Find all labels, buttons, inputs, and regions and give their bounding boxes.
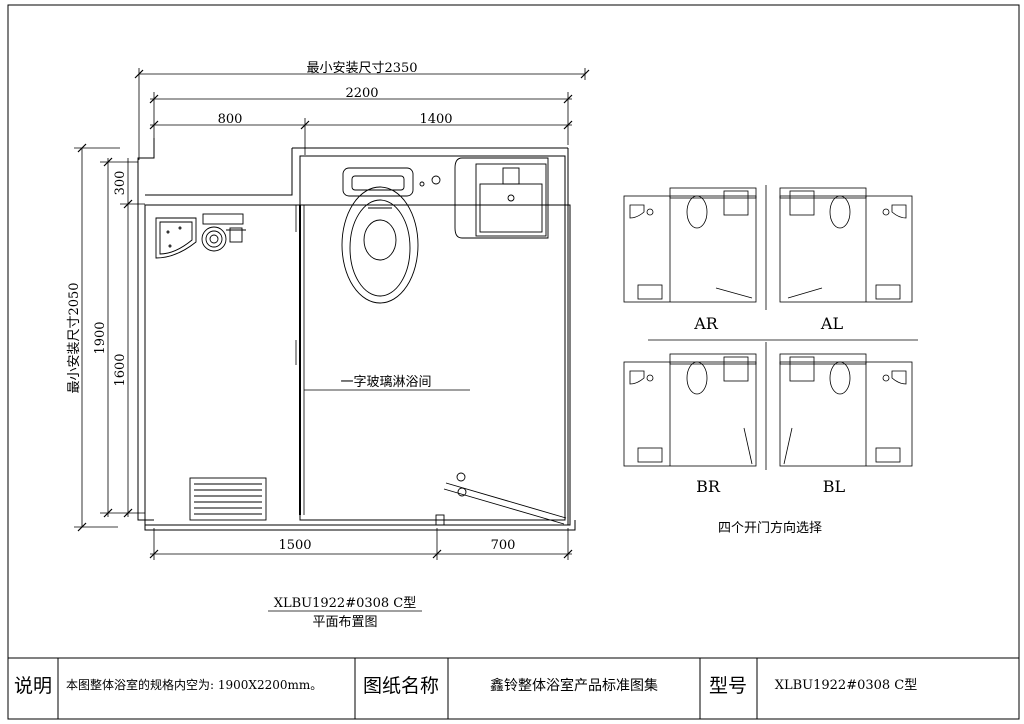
dim-depth-lower: 1600 xyxy=(113,353,128,386)
dim-min-install-depth: 最小安装尺寸2050 xyxy=(67,282,82,393)
wash-basin xyxy=(454,157,549,239)
note-text: 本图整体浴室的规格内空为: 1900X2200mm。 xyxy=(66,677,322,692)
dim-depth-upper: 300 xyxy=(113,171,128,196)
drawing-name-label: 图纸名称 xyxy=(363,675,439,697)
shower-seat xyxy=(189,477,267,521)
option-ar-diagram xyxy=(623,187,757,303)
option-label-al: AL xyxy=(820,314,844,333)
dim-min-install-width: 最小安装尺寸2350 xyxy=(306,61,417,76)
dim-overall-width: 2200 xyxy=(345,86,378,101)
plan-model-code: XLBU1922#0308 C型 xyxy=(274,596,417,611)
dimension-lines xyxy=(74,68,586,560)
shower-valve xyxy=(201,213,246,252)
dim-right-width: 1400 xyxy=(419,112,452,127)
sheet-border xyxy=(7,4,1020,720)
door-options-caption: 四个开门方向选择 xyxy=(718,520,822,536)
option-label-bl: BL xyxy=(823,477,846,496)
glass-shower-screen xyxy=(295,205,470,515)
dimension-ticks xyxy=(77,69,590,559)
note-label: 说明 xyxy=(14,675,52,697)
option-al-diagram xyxy=(779,187,913,303)
model-label: 型号 xyxy=(709,675,747,697)
dim-left-width: 800 xyxy=(218,112,243,127)
toilet xyxy=(341,167,441,304)
option-br-diagram xyxy=(623,353,757,467)
option-label-ar: AR xyxy=(693,314,719,333)
shower-label: 一字玻璃淋浴间 xyxy=(340,375,431,390)
option-grid xyxy=(648,185,918,470)
plan-title: 平面布置图 xyxy=(312,615,377,630)
entry-door xyxy=(435,472,567,526)
option-bl-diagram xyxy=(779,353,913,467)
dim-bottom-right: 700 xyxy=(491,538,516,553)
drawing-name: 鑫铃整体浴室产品标准图集 xyxy=(490,677,658,694)
option-label-br: BR xyxy=(696,477,721,496)
dim-bottom-left: 1500 xyxy=(278,538,311,553)
model-value: XLBU1922#0308 C型 xyxy=(775,678,918,693)
corner-shelf xyxy=(155,217,197,259)
dim-depth: 1900 xyxy=(93,321,108,354)
room-walls xyxy=(137,138,576,531)
